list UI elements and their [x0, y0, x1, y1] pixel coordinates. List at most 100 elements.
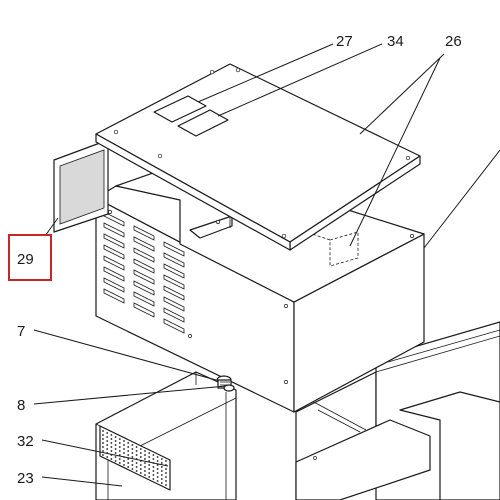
grille-hole	[135, 450, 138, 452]
grille-hole	[131, 448, 134, 450]
vent-slot	[103, 233, 125, 249]
leader-lines	[33, 43, 500, 487]
grille-hole	[118, 454, 121, 456]
grille-hole	[139, 456, 142, 458]
grille-hole	[127, 446, 130, 448]
highlight-box-29	[8, 234, 52, 281]
grille-hole	[131, 468, 134, 470]
grille-hole	[106, 444, 109, 446]
grille-hole	[148, 476, 151, 478]
vent-slot	[163, 307, 185, 323]
grille-hole	[139, 472, 142, 474]
callout-7: 7	[17, 323, 25, 340]
grille-hole	[139, 468, 142, 470]
grille-hole	[102, 434, 104, 436]
grille-hole	[102, 438, 104, 440]
grille-hole	[114, 440, 117, 442]
grille-hole	[148, 452, 151, 454]
grille-hole	[160, 458, 163, 460]
grille-hole	[110, 442, 113, 444]
vent-slot	[163, 252, 185, 268]
grille-hole	[165, 480, 167, 482]
vent-slot	[163, 318, 185, 334]
grille-hole	[131, 444, 134, 446]
grille-hole	[110, 438, 113, 440]
grille-hole	[152, 454, 155, 456]
grille-hole	[152, 478, 155, 480]
grille-hole	[135, 466, 138, 468]
callout-8: 8	[17, 397, 25, 414]
grille-hole	[135, 470, 138, 472]
grille-hole	[102, 442, 104, 444]
grille-hole	[106, 448, 109, 450]
callout-labels: 27 34 26 29 7 8 32 23	[17, 33, 462, 487]
grille-hole	[156, 476, 159, 478]
grille-hole	[165, 468, 167, 470]
grille-hole	[106, 440, 109, 442]
grille-panel	[99, 425, 171, 491]
grille-hole	[114, 460, 117, 462]
grille-hole	[135, 446, 138, 448]
grille-hole	[131, 452, 134, 454]
vent-slot	[103, 255, 125, 271]
grille-hole	[152, 474, 155, 476]
vent-slot	[103, 266, 125, 282]
grille-hole	[152, 466, 155, 468]
grille-hole	[156, 480, 159, 482]
grille-hole	[139, 448, 142, 450]
grille-hole	[144, 458, 146, 460]
grille-hole	[160, 482, 163, 484]
grille-hole	[123, 444, 125, 446]
grille-hole	[110, 458, 113, 460]
vent-slot	[163, 263, 185, 279]
grille-hole	[148, 468, 151, 470]
vent-slot	[133, 280, 155, 296]
grille-hole	[165, 460, 167, 462]
vent-slot	[133, 247, 155, 263]
fitting-component	[216, 375, 235, 392]
top-lid	[95, 63, 421, 251]
vent-slot	[133, 269, 155, 285]
callout-32: 32	[17, 433, 34, 450]
grille-hole	[135, 462, 138, 464]
grille-hole	[102, 446, 104, 448]
callout-26: 26	[445, 33, 462, 50]
vent-slot	[103, 244, 125, 260]
grille-hole	[148, 460, 151, 462]
grille-hole	[127, 450, 130, 452]
grille-hole	[165, 484, 167, 486]
grille-hole	[160, 474, 163, 476]
grille-hole	[144, 470, 146, 472]
grille-hole	[123, 452, 125, 454]
vent-slot	[103, 222, 125, 238]
grille-hole	[144, 466, 146, 468]
grille-hole	[160, 462, 163, 464]
grille-hole	[127, 454, 130, 456]
grille-hole	[118, 446, 121, 448]
grille-hole	[152, 458, 155, 460]
grille-hole	[118, 438, 121, 440]
grille-hole	[106, 456, 109, 458]
grille-hole	[114, 444, 117, 446]
vent-slot	[163, 274, 185, 290]
grille-hole	[160, 478, 163, 480]
grille-hole	[144, 462, 146, 464]
vent-slot	[103, 277, 125, 293]
vent-slot	[103, 288, 125, 304]
callout-29: 29	[17, 251, 34, 268]
grille-hole	[118, 458, 121, 460]
grille-hole	[102, 430, 104, 432]
grille-hole	[118, 442, 121, 444]
grille-hole	[148, 472, 151, 474]
grille-hole	[135, 454, 138, 456]
vent-slot	[133, 291, 155, 307]
grille-hole	[148, 464, 151, 466]
grille-hole	[110, 434, 113, 436]
grille-hole	[127, 458, 130, 460]
grille-hole	[102, 450, 104, 452]
grille-hole	[127, 466, 130, 468]
grille-hole	[123, 440, 125, 442]
grille-hole	[106, 436, 109, 438]
vent-slot	[163, 241, 185, 257]
grille-hole	[123, 460, 125, 462]
